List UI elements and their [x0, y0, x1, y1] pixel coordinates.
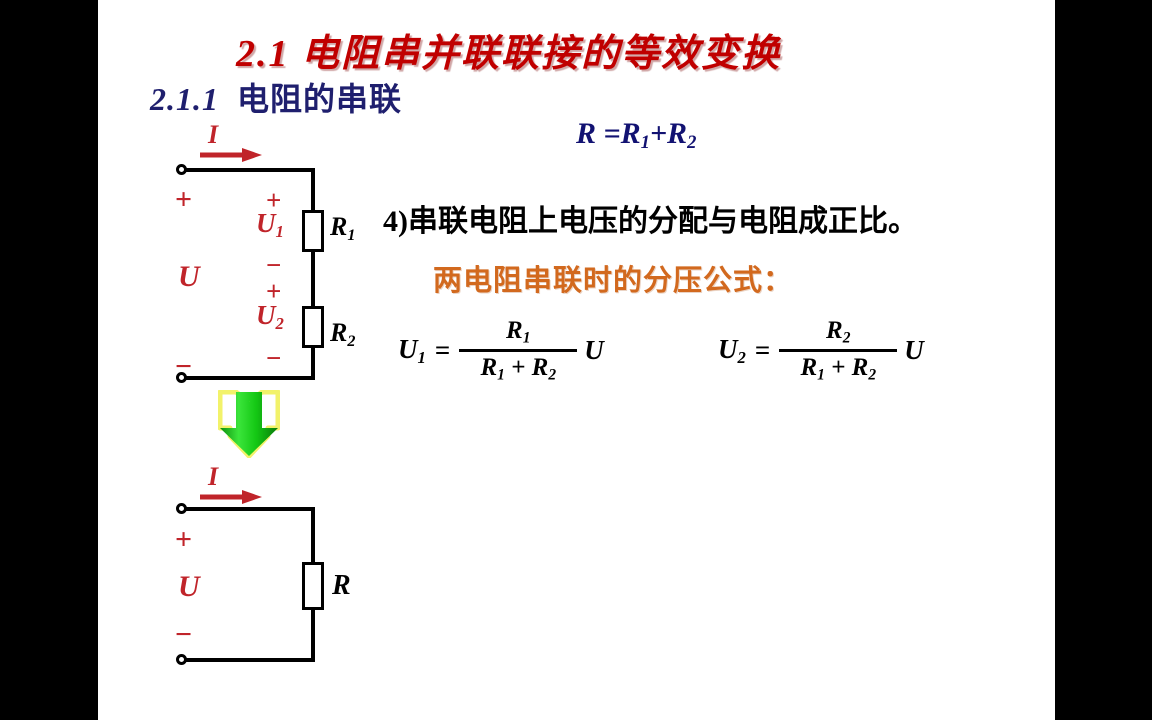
formula-u2-denominator: R1 + R2 — [800, 354, 877, 384]
terminal-node-bottom — [176, 654, 187, 665]
subtitle-number: 2.1.1 — [150, 81, 219, 117]
formula-u1-numerator: R1 — [506, 317, 531, 347]
resistor-label-r1: R1 — [330, 212, 356, 244]
eq-lhs: R — [576, 117, 597, 150]
formula-u1: U1 = R1 R1 + R2 U — [398, 318, 604, 383]
wire-bottom — [186, 376, 315, 380]
eq-sign: = — [603, 117, 621, 150]
fraction-bar — [779, 349, 898, 353]
formula-u2-lhs: U2 — [718, 333, 746, 367]
formula-u1-lhs: U1 — [398, 333, 426, 367]
formula-u2: U2 = R2 R1 + R2 U — [718, 318, 924, 383]
wire-vertical-middle — [311, 249, 315, 309]
statement-text: 4)串联电阻上电压的分配与电阻成正比。 — [383, 205, 918, 238]
formula-u2-equals: = — [754, 335, 771, 366]
source-polarity-plus: + — [175, 523, 193, 556]
section-subtitle: 2.1.1 电阻的串联 — [150, 74, 402, 120]
page-title: 2.1 电阻串并联联接的等效变换 — [236, 33, 782, 75]
formula-u1-multiplier: U — [584, 335, 604, 366]
eq-plus: + — [649, 117, 668, 150]
voltage-label-u2: U2 — [256, 300, 284, 334]
resistor-r-symbol — [302, 562, 324, 610]
eq-r2: R — [667, 117, 688, 150]
source-polarity-minus: − — [175, 618, 193, 651]
equivalence-arrow-icon — [218, 390, 280, 458]
wire-vertical-upper — [311, 507, 315, 565]
source-voltage-label-U: U — [178, 570, 200, 603]
formula-u1-denominator: R1 + R2 — [480, 354, 557, 384]
terminal-node-bottom — [176, 372, 187, 383]
wire-top — [186, 507, 315, 511]
resistor-label-r: R — [332, 570, 351, 601]
terminal-node-top — [176, 503, 187, 514]
terminal-node-top — [176, 164, 187, 175]
u2-polarity-plus: + — [266, 276, 282, 306]
subtitle-text: 电阻的串联 — [237, 81, 403, 117]
wire-bottom — [186, 658, 315, 662]
current-arrow-icon — [200, 490, 262, 504]
wire-vertical-upper — [311, 168, 315, 214]
current-label-I: I — [208, 120, 219, 149]
u1-polarity-minus: − — [266, 250, 282, 280]
source-polarity-minus: − — [175, 350, 193, 383]
resistor-r2-symbol — [302, 306, 324, 348]
wire-vertical-lower — [311, 610, 315, 662]
resistor-label-r2: R2 — [330, 318, 356, 350]
total-resistance-equation: R =R1+R2 — [576, 117, 696, 154]
wire-top — [186, 168, 315, 172]
eq-r2-sub: 2 — [687, 132, 697, 154]
current-arrow-icon — [200, 148, 262, 162]
source-polarity-plus: + — [175, 183, 193, 216]
formula-u2-multiplier: U — [904, 335, 924, 366]
resistor-r1-symbol — [302, 210, 324, 252]
formula-u1-fraction: R1 R1 + R2 — [459, 317, 578, 384]
current-label-I: I — [208, 462, 219, 491]
wire-vertical-lower — [311, 344, 315, 380]
formula-u2-numerator: R2 — [826, 317, 851, 347]
formula-u2-fraction: R2 R1 + R2 — [779, 317, 898, 384]
u1-polarity-plus: + — [266, 185, 282, 215]
voltage-label-u1: U1 — [256, 208, 284, 242]
eq-r1-sub: 1 — [640, 132, 650, 154]
eq-r1: R — [620, 117, 641, 150]
fraction-bar — [459, 349, 578, 353]
u2-polarity-minus: − — [266, 343, 282, 373]
source-voltage-label-U: U — [178, 260, 200, 293]
divider-formula-heading: 两电阻串联时的分压公式： — [433, 265, 794, 297]
formula-u1-equals: = — [434, 335, 451, 366]
